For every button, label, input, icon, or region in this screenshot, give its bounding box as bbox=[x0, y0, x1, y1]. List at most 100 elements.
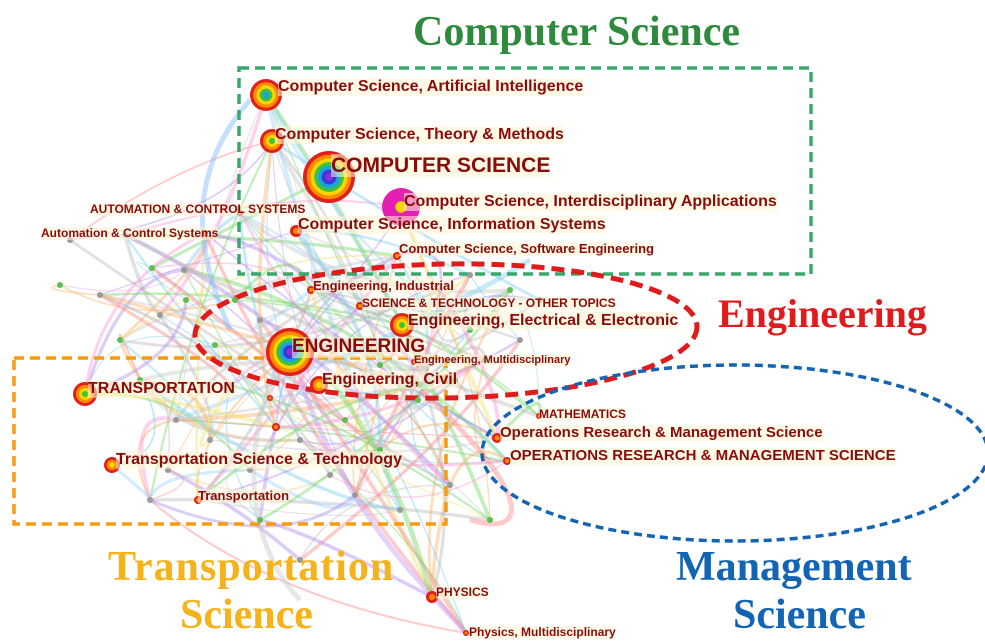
network-edge bbox=[110, 463, 156, 505]
network-edge bbox=[183, 268, 509, 463]
network-edge bbox=[229, 383, 491, 521]
node-label-transportation-mixed: Transportation bbox=[198, 488, 290, 504]
network-edge bbox=[196, 351, 291, 501]
network-edge bbox=[344, 329, 471, 421]
network-edge bbox=[150, 266, 382, 452]
node-label-physics-multi: Physics, Multidisciplinary bbox=[469, 625, 616, 640]
network-hub-node bbox=[232, 297, 238, 303]
network-edge bbox=[427, 289, 512, 598]
network-edge bbox=[118, 339, 301, 443]
network-edge bbox=[124, 233, 540, 418]
network-edge bbox=[259, 289, 512, 522]
network-edge bbox=[199, 384, 232, 448]
network-edge bbox=[123, 234, 162, 317]
network-edge bbox=[251, 358, 302, 602]
transportation-region-title-line2: Science bbox=[180, 592, 313, 638]
node-label-physics-upper: PHYSICS bbox=[436, 585, 489, 600]
network-hub-node bbox=[467, 272, 473, 278]
network-edge bbox=[197, 383, 421, 502]
transportation-cluster-box bbox=[12, 356, 448, 526]
network-hub-node bbox=[327, 472, 333, 478]
node-label-automation-upper: AUTOMATION & CONTROL SYSTEMS bbox=[90, 202, 306, 217]
network-edge bbox=[233, 263, 313, 301]
network-edge bbox=[253, 288, 313, 330]
network-edge bbox=[83, 231, 206, 395]
network-edge bbox=[473, 359, 508, 463]
network-edge bbox=[329, 460, 508, 498]
node-label-computer-science: COMPUTER SCIENCE bbox=[331, 154, 551, 178]
network-edge bbox=[465, 298, 541, 342]
network-edge bbox=[175, 419, 508, 462]
node-label-eng-electrical: Engineering, Electrical & Electronic bbox=[408, 312, 679, 330]
network-node-ph bbox=[426, 591, 438, 603]
network-edge bbox=[139, 416, 177, 501]
network-edge bbox=[175, 94, 267, 421]
network-edge bbox=[149, 469, 184, 501]
node-label-cs-interdisciplinary: Computer Science, Interdisciplinary Appl… bbox=[404, 193, 777, 211]
network-edge bbox=[69, 140, 273, 241]
network-edge bbox=[136, 261, 187, 301]
network-edge bbox=[59, 269, 185, 292]
network-edge bbox=[136, 418, 177, 501]
network-hub-node bbox=[517, 337, 523, 343]
network-edge bbox=[418, 388, 514, 527]
network-edge bbox=[297, 379, 468, 635]
node-label-eng-industrial: Engineering, Industrial bbox=[313, 278, 454, 294]
network-edge bbox=[151, 267, 401, 511]
network-node-ou bbox=[503, 457, 511, 465]
network-edge bbox=[151, 262, 312, 291]
network-edge bbox=[275, 426, 491, 521]
node-label-or-upper: OPERATIONS RESEARCH & MANAGEMENT SCIENCE bbox=[510, 447, 896, 465]
network-hub-node bbox=[487, 517, 493, 523]
network-edge bbox=[204, 231, 416, 364]
network-edge bbox=[124, 234, 277, 428]
engineering-region-title: Engineering bbox=[718, 291, 927, 336]
network-edge bbox=[174, 254, 398, 421]
network-edge bbox=[51, 284, 101, 296]
network-edge bbox=[175, 383, 421, 422]
network-edge bbox=[175, 288, 511, 422]
network-edge bbox=[298, 339, 522, 562]
computer-science-region-title: Computer Science bbox=[413, 9, 740, 55]
network-edge bbox=[289, 351, 508, 462]
node-label-transportation-upper: TRANSPORTATION bbox=[88, 380, 235, 398]
management-region-title-line2: Science bbox=[733, 592, 866, 638]
network-edge bbox=[328, 378, 435, 598]
network-edge bbox=[149, 493, 356, 528]
network-edge bbox=[99, 293, 332, 476]
network-edge bbox=[225, 469, 261, 521]
network-hub-node bbox=[415, 397, 421, 403]
computer-science-cluster-box bbox=[237, 66, 813, 276]
network-edge bbox=[99, 292, 403, 327]
network-edge bbox=[379, 422, 498, 451]
network-edge bbox=[83, 268, 185, 395]
network-node-cy bbox=[267, 395, 273, 401]
node-label-mathematics: MATHEMATICS bbox=[539, 407, 626, 422]
network-hub-node bbox=[257, 317, 263, 323]
network-edge bbox=[299, 484, 451, 561]
network-hub-node bbox=[342, 417, 348, 423]
network-edge bbox=[352, 255, 398, 496]
network-node-mg bbox=[272, 423, 280, 431]
network-edge bbox=[151, 175, 330, 270]
network-edge bbox=[294, 230, 486, 362]
network-node-ai bbox=[250, 79, 282, 111]
network-hub-node bbox=[157, 312, 163, 318]
node-label-cs-ai: Computer Science, Artificial Intelligenc… bbox=[278, 78, 584, 96]
node-label-sci-tech-other: SCIENCE & TECHNOLOGY - OTHER TOPICS bbox=[362, 296, 616, 311]
network-edge bbox=[138, 378, 401, 512]
network-hub-node bbox=[297, 437, 303, 443]
network-hub-node bbox=[507, 287, 513, 293]
network-hub-node bbox=[173, 417, 179, 423]
network-edge bbox=[200, 98, 252, 331]
node-label-eng-multidisciplinary: Engineering, Multidisciplinary bbox=[414, 354, 571, 367]
network-hub-node bbox=[183, 297, 189, 303]
network-edge bbox=[269, 397, 419, 427]
node-label-or-mixed: Operations Research & Management Science bbox=[500, 424, 823, 442]
network-hub-node bbox=[397, 507, 403, 513]
network-edge bbox=[239, 212, 419, 401]
node-label-transport-sci-tech: Transportation Science & Technology bbox=[116, 451, 402, 469]
network-edge bbox=[182, 211, 241, 271]
management-cluster-ellipse bbox=[480, 363, 985, 543]
